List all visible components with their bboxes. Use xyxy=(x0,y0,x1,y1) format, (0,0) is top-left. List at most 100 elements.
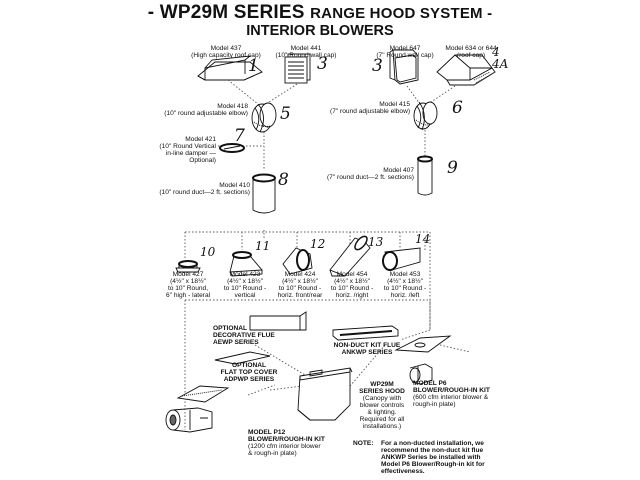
part-desc: (roof cap) xyxy=(456,51,486,59)
callout-number: 14 xyxy=(415,232,431,246)
part-model: Model 454 xyxy=(336,271,368,278)
part-label-441: Model 441 (10" Round wall cap) xyxy=(270,45,342,60)
part-label-418: Model 418 (10" round adjustable elbow) xyxy=(164,103,248,118)
callout-number: 6 xyxy=(452,98,463,118)
duct-410-drawing xyxy=(252,173,276,214)
label-line: NON-DUCT KIT FLUE xyxy=(333,342,401,349)
part-label-424: Model 424 (4½" x 18½" to 10" Round - hor… xyxy=(275,271,325,300)
callout-number: 5 xyxy=(280,104,291,124)
damper-421-drawing xyxy=(219,143,245,153)
elbow-415-drawing xyxy=(413,101,438,131)
callout-number: 4 xyxy=(492,45,500,59)
page-title: - WP29M SERIES RANGE HOOD SYSTEM - xyxy=(0,3,640,23)
part-desc-line: to 10" Round - xyxy=(330,284,374,292)
callout-number: 3 xyxy=(317,54,328,74)
callout-number: 12 xyxy=(310,237,326,251)
transition-424-drawing xyxy=(282,247,313,275)
hood-label: WP29M SERIES HOOD (Canopy with blower co… xyxy=(358,381,406,430)
part-label-454: Model 454 (4½" x 18½" to 10" Round - hor… xyxy=(328,271,376,300)
callout-number: 3 xyxy=(372,56,383,76)
note-line: ANKWP Series be installed with xyxy=(381,453,481,461)
p6-blower-drawing xyxy=(409,363,433,385)
label-line: blower controls xyxy=(359,401,405,409)
part-model: Model 418 xyxy=(217,103,248,110)
label-line: BLOWER/ROUGH-IN KIT xyxy=(248,435,325,443)
part-model: Model 441 xyxy=(290,45,322,52)
callout-number: 8 xyxy=(278,170,289,190)
label-line: MODEL P6 xyxy=(413,380,447,387)
part-model: Model 647 xyxy=(389,45,421,52)
callout-number: 4A xyxy=(492,57,509,71)
part-label-415: Model 415 (7" round adjustable elbow) xyxy=(330,101,410,116)
elbow-418-drawing xyxy=(251,102,277,133)
part-label-421: Model 421 (10" Round Vertical in-line da… xyxy=(150,136,216,165)
rough-in-plate-p6-drawing xyxy=(394,335,452,353)
part-desc: (High capacity roof cap) xyxy=(191,51,261,59)
nonduct-kit-label: NON-DUCT KIT FLUE ANKWP SERIES xyxy=(326,342,408,357)
wall-cap-441-drawing xyxy=(284,53,311,84)
part-model: Model 427 xyxy=(172,271,204,278)
callout-number: 11 xyxy=(255,239,271,253)
part-desc-line: horiz. front/rear xyxy=(277,291,323,299)
callout-number: 1 xyxy=(248,56,259,76)
flat-top-cover-drawing xyxy=(214,351,271,365)
label-line: (1200 cfm interior blower xyxy=(248,442,321,450)
callout-number: 7 xyxy=(234,126,245,146)
part-label-407: Model 407 (7" round duct—2 ft. sections) xyxy=(322,167,414,182)
part-label-410: Model 410 (10" round duct—2 ft. sections… xyxy=(158,182,250,197)
label-line: WP29M xyxy=(370,381,394,388)
part-desc: (10" Round wall cap) xyxy=(275,51,337,59)
part-label-453: Model 453 (4½" x 18½" to 10" Round - hor… xyxy=(382,271,428,300)
p12-blower-drawing xyxy=(165,407,213,433)
part-desc-line: horiz. /left xyxy=(390,291,420,299)
part-model: Model 423 xyxy=(229,271,261,278)
label-line: MODEL P12 xyxy=(248,429,286,436)
label-line: (Canopy with xyxy=(362,394,402,402)
nonduct-kit-drawing xyxy=(332,325,399,341)
part-desc-line: Optional) xyxy=(189,156,216,164)
label-line: FLAT TOP COVER xyxy=(220,368,278,376)
roof-cap-634-drawing xyxy=(436,54,496,86)
label-line: OPTIONAL xyxy=(213,325,248,332)
part-desc-line: to 10" Round - xyxy=(383,284,427,292)
part-model: Model 410 xyxy=(219,182,250,189)
callout-number: 10 xyxy=(200,245,216,259)
label-line: rough-in plate) xyxy=(413,400,456,408)
p12-label: MODEL P12 BLOWER/ROUGH-IN KIT (1200 cfm … xyxy=(248,429,325,458)
roof-cap-437-drawing xyxy=(197,55,263,81)
label-line: BLOWER/ROUGH-IN KIT xyxy=(413,386,490,394)
note-line: For a non-ducted installation, we xyxy=(381,440,484,447)
transition-427-drawing xyxy=(175,260,201,273)
label-line: DECORATIVE FLUE xyxy=(213,331,275,339)
leader-lines xyxy=(184,79,471,430)
part-label-437: Model 437 (High capacity roof cap) xyxy=(186,45,266,60)
part-desc-line: to 10" Round - xyxy=(278,284,322,292)
part-desc-line: vertical xyxy=(234,291,256,299)
label-line: (600 cfm interior blower & xyxy=(413,393,489,401)
part-label-423: Model 423 (4½" x 18½" to 10" Round - ver… xyxy=(223,271,267,300)
part-desc-line: (4½" x 18½" xyxy=(282,277,318,285)
part-desc: (10" round adjustable elbow) xyxy=(164,109,248,117)
part-desc-line: (4½" x 18½" xyxy=(334,277,370,285)
part-desc: (7" round duct—2 ft. sections) xyxy=(326,173,414,181)
title-main: - WP29M SERIES xyxy=(147,2,305,23)
part-model: Model 437 xyxy=(210,45,242,52)
label-line: SERIES HOOD xyxy=(359,387,405,395)
part-desc-line: to 10" Round, xyxy=(167,284,209,292)
part-model: Model 415 xyxy=(379,101,410,108)
label-line: Required for all xyxy=(359,415,405,423)
part-label-647: Model 647 (7" Round wall cap) xyxy=(372,45,438,60)
part-label-634: Model 634 or 644 (roof cap) xyxy=(436,45,506,60)
title-main-suffix: RANGE HOOD SYSTEM - xyxy=(310,5,493,22)
part-model: Model 407 xyxy=(383,167,414,174)
decorative-flue-drawing xyxy=(249,311,307,331)
wp29m-hood-drawing xyxy=(297,367,353,421)
p6-label: MODEL P6 BLOWER/ROUGH-IN KIT (600 cfm in… xyxy=(413,380,490,409)
part-desc-line: 6" high - lateral xyxy=(166,291,211,299)
part-model: Model 421 xyxy=(185,136,216,143)
transition-423-drawing xyxy=(229,251,263,277)
label-line: OPTIONAL xyxy=(231,362,267,369)
page-subtitle: INTERIOR BLOWERS xyxy=(246,23,394,39)
label-line: & rough-in plate) xyxy=(248,449,297,457)
